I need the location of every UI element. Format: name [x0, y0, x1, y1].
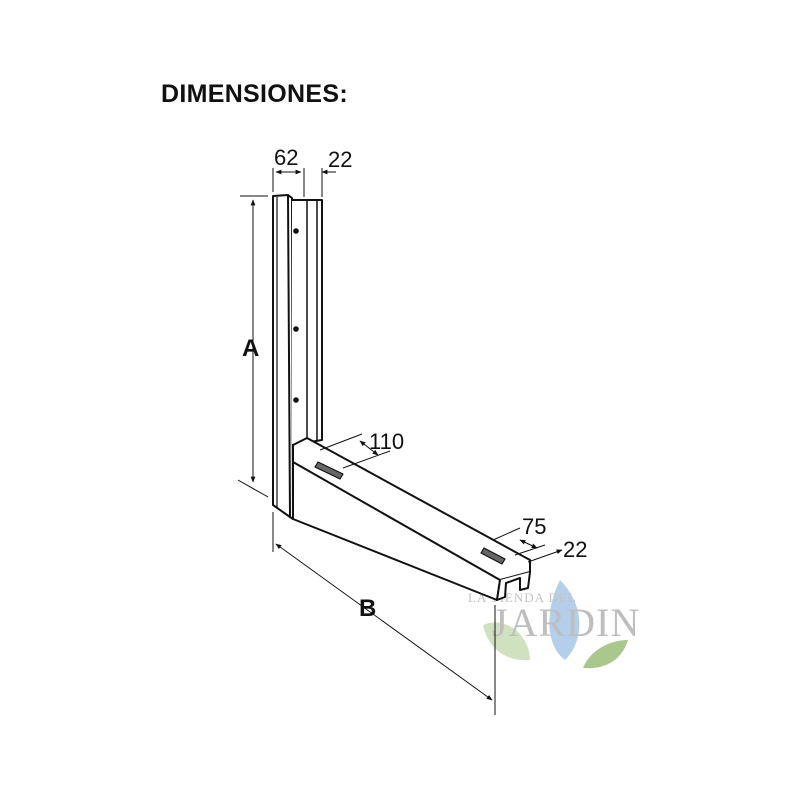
dimension-lines: [237, 168, 563, 715]
dimension-a-label: A: [242, 335, 259, 362]
bolt-hole-icon: [293, 326, 299, 332]
dimension-75-label: 75: [522, 514, 546, 539]
dimension-62-label: 62: [274, 145, 298, 170]
leaf-icon: [583, 640, 628, 669]
page-title: DIMENSIONES:: [161, 80, 348, 108]
water-drop-leaf-icon: [549, 580, 580, 660]
dimension-22-channel-label: 22: [563, 537, 587, 562]
bolt-hole-icon: [293, 397, 299, 403]
bracket-outline: [272, 194, 531, 601]
dimension-b-label: B: [359, 595, 376, 622]
bolt-holes: [293, 228, 299, 403]
bolt-hole-icon: [293, 228, 299, 234]
watermark-main-text: JARDIN: [492, 600, 640, 645]
dimension-22-top-label: 22: [328, 147, 352, 172]
dimension-110-label: 110: [369, 429, 404, 454]
